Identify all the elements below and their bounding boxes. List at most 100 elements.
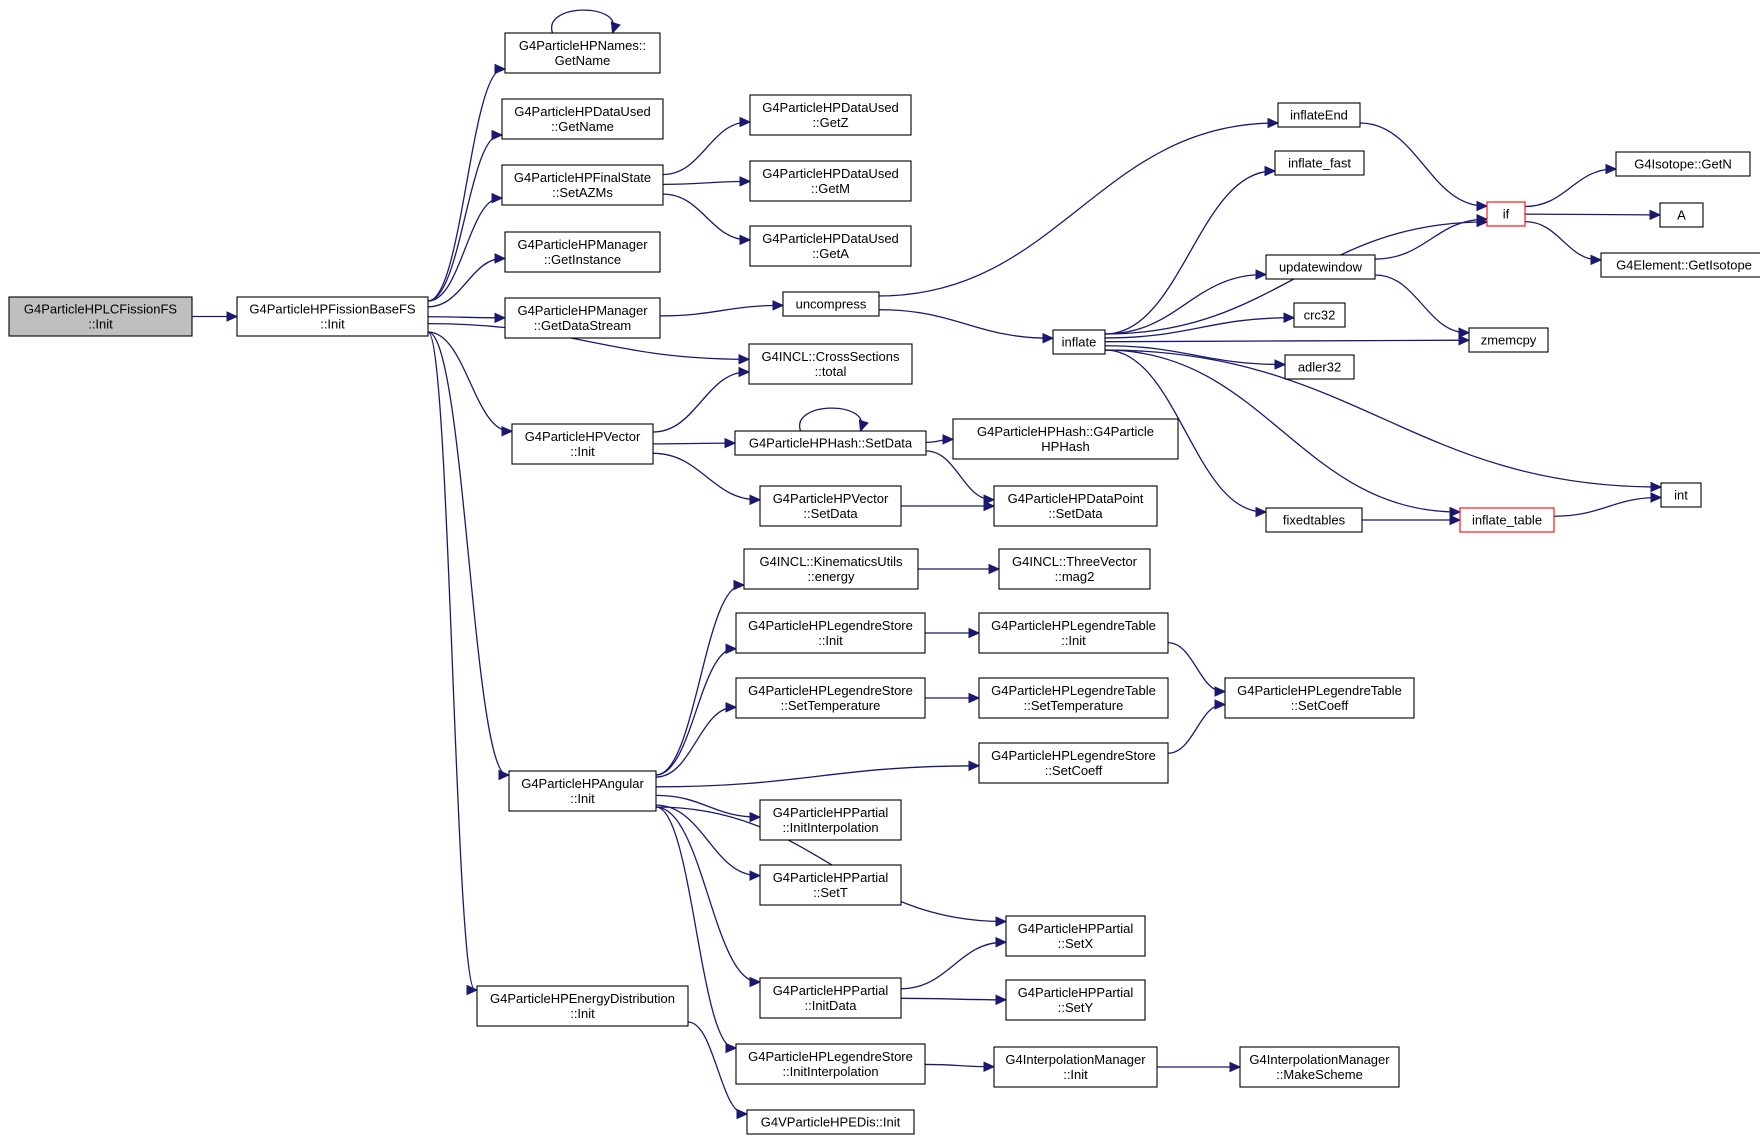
- node-g4particlehppartial-setx[interactable]: G4ParticleHPPartial::SetX: [1005, 915, 1146, 957]
- node-int[interactable]: int: [1660, 482, 1702, 508]
- node-g4particlehppartial-sett[interactable]: G4ParticleHPPartial::SetT: [759, 864, 902, 906]
- edge-arrowhead: [995, 994, 1008, 1006]
- node-box: [759, 799, 902, 841]
- node-crc32[interactable]: crc32: [1293, 302, 1346, 328]
- edge-line: [427, 68, 504, 302]
- edge-line: [1524, 213, 1659, 216]
- node-label: ::SetY: [1058, 1000, 1094, 1015]
- node-g4isotope-getn[interactable]: G4Isotope::GetN: [1615, 151, 1751, 177]
- node-g4particlehpdataused-getm[interactable]: G4ParticleHPDataUsed::GetM: [749, 160, 912, 202]
- edge-arrowhead: [1042, 332, 1055, 344]
- node-g4particlehplegendrestore-settemperature[interactable]: G4ParticleHPLegendreStore::SetTemperatur…: [735, 677, 926, 719]
- node-g4particlehplegendretable-init[interactable]: G4ParticleHPLegendreTable::Init: [978, 612, 1169, 654]
- node-label: G4INCL::KinematicsUtils: [759, 554, 903, 569]
- edge-n22-to-n21: [1374, 214, 1489, 260]
- edge-line: [1104, 349, 1265, 513]
- node-g4particlehpvector-setdata[interactable]: G4ParticleHPVector::SetData: [759, 485, 902, 527]
- node-g4incl-kinematicsutils-energy[interactable]: G4INCL::KinematicsUtils::energy: [743, 548, 919, 590]
- edge-line: [1524, 168, 1615, 208]
- edge-arrowhead: [1476, 214, 1489, 225]
- node-label: GetName: [555, 53, 611, 68]
- edge-n21-to-n31: [1524, 209, 1662, 221]
- node-label: ::Init: [1061, 633, 1086, 648]
- node-label: G4ParticleHPPartial: [773, 983, 889, 998]
- node-box: [735, 612, 926, 654]
- node-g4particlehppartial-initinterpolation[interactable]: G4ParticleHPPartial::InitInterpolation: [759, 799, 902, 841]
- node-label: G4ParticleHPDataPoint: [1008, 491, 1144, 506]
- edge-n15-to-n17: [925, 434, 955, 445]
- node-inflate-table[interactable]: inflate_table: [1459, 507, 1555, 533]
- node-a[interactable]: A: [1659, 202, 1704, 228]
- node-zmemcpy[interactable]: zmemcpy: [1468, 327, 1549, 353]
- edge-line: [655, 806, 735, 1049]
- node-box: [504, 32, 661, 74]
- node-inflate-fast[interactable]: inflate_fast: [1274, 150, 1365, 176]
- node-g4particlehphash-setdata[interactable]: G4ParticleHPHash::SetData: [734, 430, 927, 456]
- node-g4particlehpdatapoint-setdata[interactable]: G4ParticleHPDataPoint::SetData: [993, 485, 1158, 527]
- node-g4particlehpmanager-getinstance[interactable]: G4ParticleHPManager::GetInstance: [504, 231, 661, 273]
- node-box: [1459, 507, 1555, 533]
- node-g4particlehphash-g4particle-hphash[interactable]: G4ParticleHPHash::G4ParticleHPHash: [952, 418, 1179, 460]
- node-updatewindow[interactable]: updatewindow: [1265, 254, 1376, 280]
- edge-n9-to-n35: [655, 643, 738, 776]
- node-if[interactable]: if: [1486, 201, 1526, 227]
- edge-arrowhead: [725, 643, 738, 655]
- node-g4particlehpvector-init[interactable]: G4ParticleHPVector::Init: [511, 423, 654, 465]
- node-label: ::SetTemperature: [781, 698, 881, 713]
- node-box: [1224, 677, 1415, 719]
- node-label: G4ParticleHPFinalState: [514, 170, 651, 185]
- node-g4particlehpdataused-getname[interactable]: G4ParticleHPDataUsed::GetName: [501, 98, 664, 140]
- node-g4particlehppartial-sety[interactable]: G4ParticleHPPartial::SetY: [1005, 979, 1146, 1021]
- edge-n15-to-n15: [799, 407, 869, 433]
- node-label: ::SetT: [813, 885, 848, 900]
- edge-line: [427, 331, 511, 432]
- node-g4particlehplegendretable-settemperature[interactable]: G4ParticleHPLegendreTable::SetTemperatur…: [978, 677, 1169, 719]
- node-g4particlehpdataused-getz[interactable]: G4ParticleHPDataUsed::GetZ: [749, 94, 912, 136]
- node-g4particlehplegendrestore-initinterpolation[interactable]: G4ParticleHPLegendreStore::InitInterpola…: [735, 1043, 926, 1085]
- node-g4particlehpdataused-geta[interactable]: G4ParticleHPDataUsed::GetA: [749, 225, 912, 267]
- node-g4incl-crosssections-total[interactable]: G4INCL::CrossSections::total: [748, 343, 913, 385]
- node-box: [782, 291, 880, 317]
- node-g4element-getisotope[interactable]: G4Element::GetIsotope: [1600, 252, 1760, 278]
- node-label: G4ParticleHPPartial: [773, 805, 889, 820]
- edge-arrowhead: [725, 702, 738, 713]
- node-label: G4INCL::ThreeVector: [1012, 554, 1138, 569]
- node-inflate[interactable]: inflate: [1052, 329, 1106, 355]
- node-fixedtables[interactable]: fixedtables: [1265, 507, 1363, 533]
- node-label: ::SetData: [1048, 506, 1103, 521]
- node-g4particlehplegendrestore-setcoeff[interactable]: G4ParticleHPLegendreStore::SetCoeff: [978, 742, 1169, 784]
- node-g4particlehplegendretable-setcoeff[interactable]: G4ParticleHPLegendreTable::SetCoeff: [1224, 677, 1415, 719]
- edge-line: [1104, 349, 1660, 488]
- node-g4vparticlehpedis-init[interactable]: G4VParticleHPEDis::Init: [746, 1109, 915, 1135]
- node-label: ::GetA: [812, 246, 849, 261]
- edge-n4-to-n12: [662, 176, 752, 187]
- node-g4particlehpmanager-getdatastream[interactable]: G4ParticleHPManager::GetDataStream: [504, 297, 661, 339]
- node-label: G4ParticleHPPartial: [773, 870, 889, 885]
- edge-n6-to-n14: [659, 300, 785, 317]
- node-label: G4ParticleHPHash::G4Particle: [977, 424, 1154, 439]
- edge-n1-to-n10: [427, 331, 479, 996]
- node-g4particlehpfissionbasefs-init[interactable]: G4ParticleHPFissionBaseFS::Init: [236, 296, 429, 337]
- node-adler32[interactable]: adler32: [1284, 354, 1355, 380]
- edge-n21-to-n32: [1524, 221, 1603, 266]
- edge-line: [662, 180, 749, 186]
- node-g4interpolationmanager-init[interactable]: G4InterpolationManager::Init: [993, 1046, 1158, 1088]
- node-g4particlehpenergydistribution-init[interactable]: G4ParticleHPEnergyDistribution::Init: [476, 985, 689, 1027]
- edge-n9-to-n40: [655, 760, 981, 788]
- node-g4incl-threevector-mag2[interactable]: G4INCL::ThreeVector::mag2: [998, 548, 1151, 590]
- node-g4particlehplegendrestore-init[interactable]: G4ParticleHPLegendreStore::Init: [735, 612, 926, 654]
- node-g4interpolationmanager-makescheme[interactable]: G4InterpolationManager::MakeScheme: [1239, 1046, 1400, 1088]
- node-g4particlehpfinalstate-setazms[interactable]: G4ParticleHPFinalState::SetAZMs: [501, 164, 664, 206]
- node-g4particlehppartial-initdata[interactable]: G4ParticleHPPartial::InitData: [759, 977, 902, 1019]
- edge-n16-to-n18: [901, 500, 996, 512]
- node-box: [993, 1046, 1158, 1088]
- node-g4particlehpnames-getname[interactable]: G4ParticleHPNames::GetName: [504, 32, 661, 74]
- node-inflateend[interactable]: inflateEnd: [1277, 102, 1361, 128]
- node-g4particlehplcfissionfs-init[interactable]: G4ParticleHPLCFissionFS::Init: [8, 296, 193, 337]
- node-label: G4ParticleHPLCFissionFS: [24, 302, 177, 317]
- node-g4particlehpangular-init[interactable]: G4ParticleHPAngular::Init: [508, 770, 657, 812]
- node-label: G4INCL::CrossSections: [762, 349, 900, 364]
- node-label: updatewindow: [1279, 260, 1363, 275]
- edge-n1-to-n6: [427, 312, 507, 324]
- node-uncompress[interactable]: uncompress: [782, 291, 880, 317]
